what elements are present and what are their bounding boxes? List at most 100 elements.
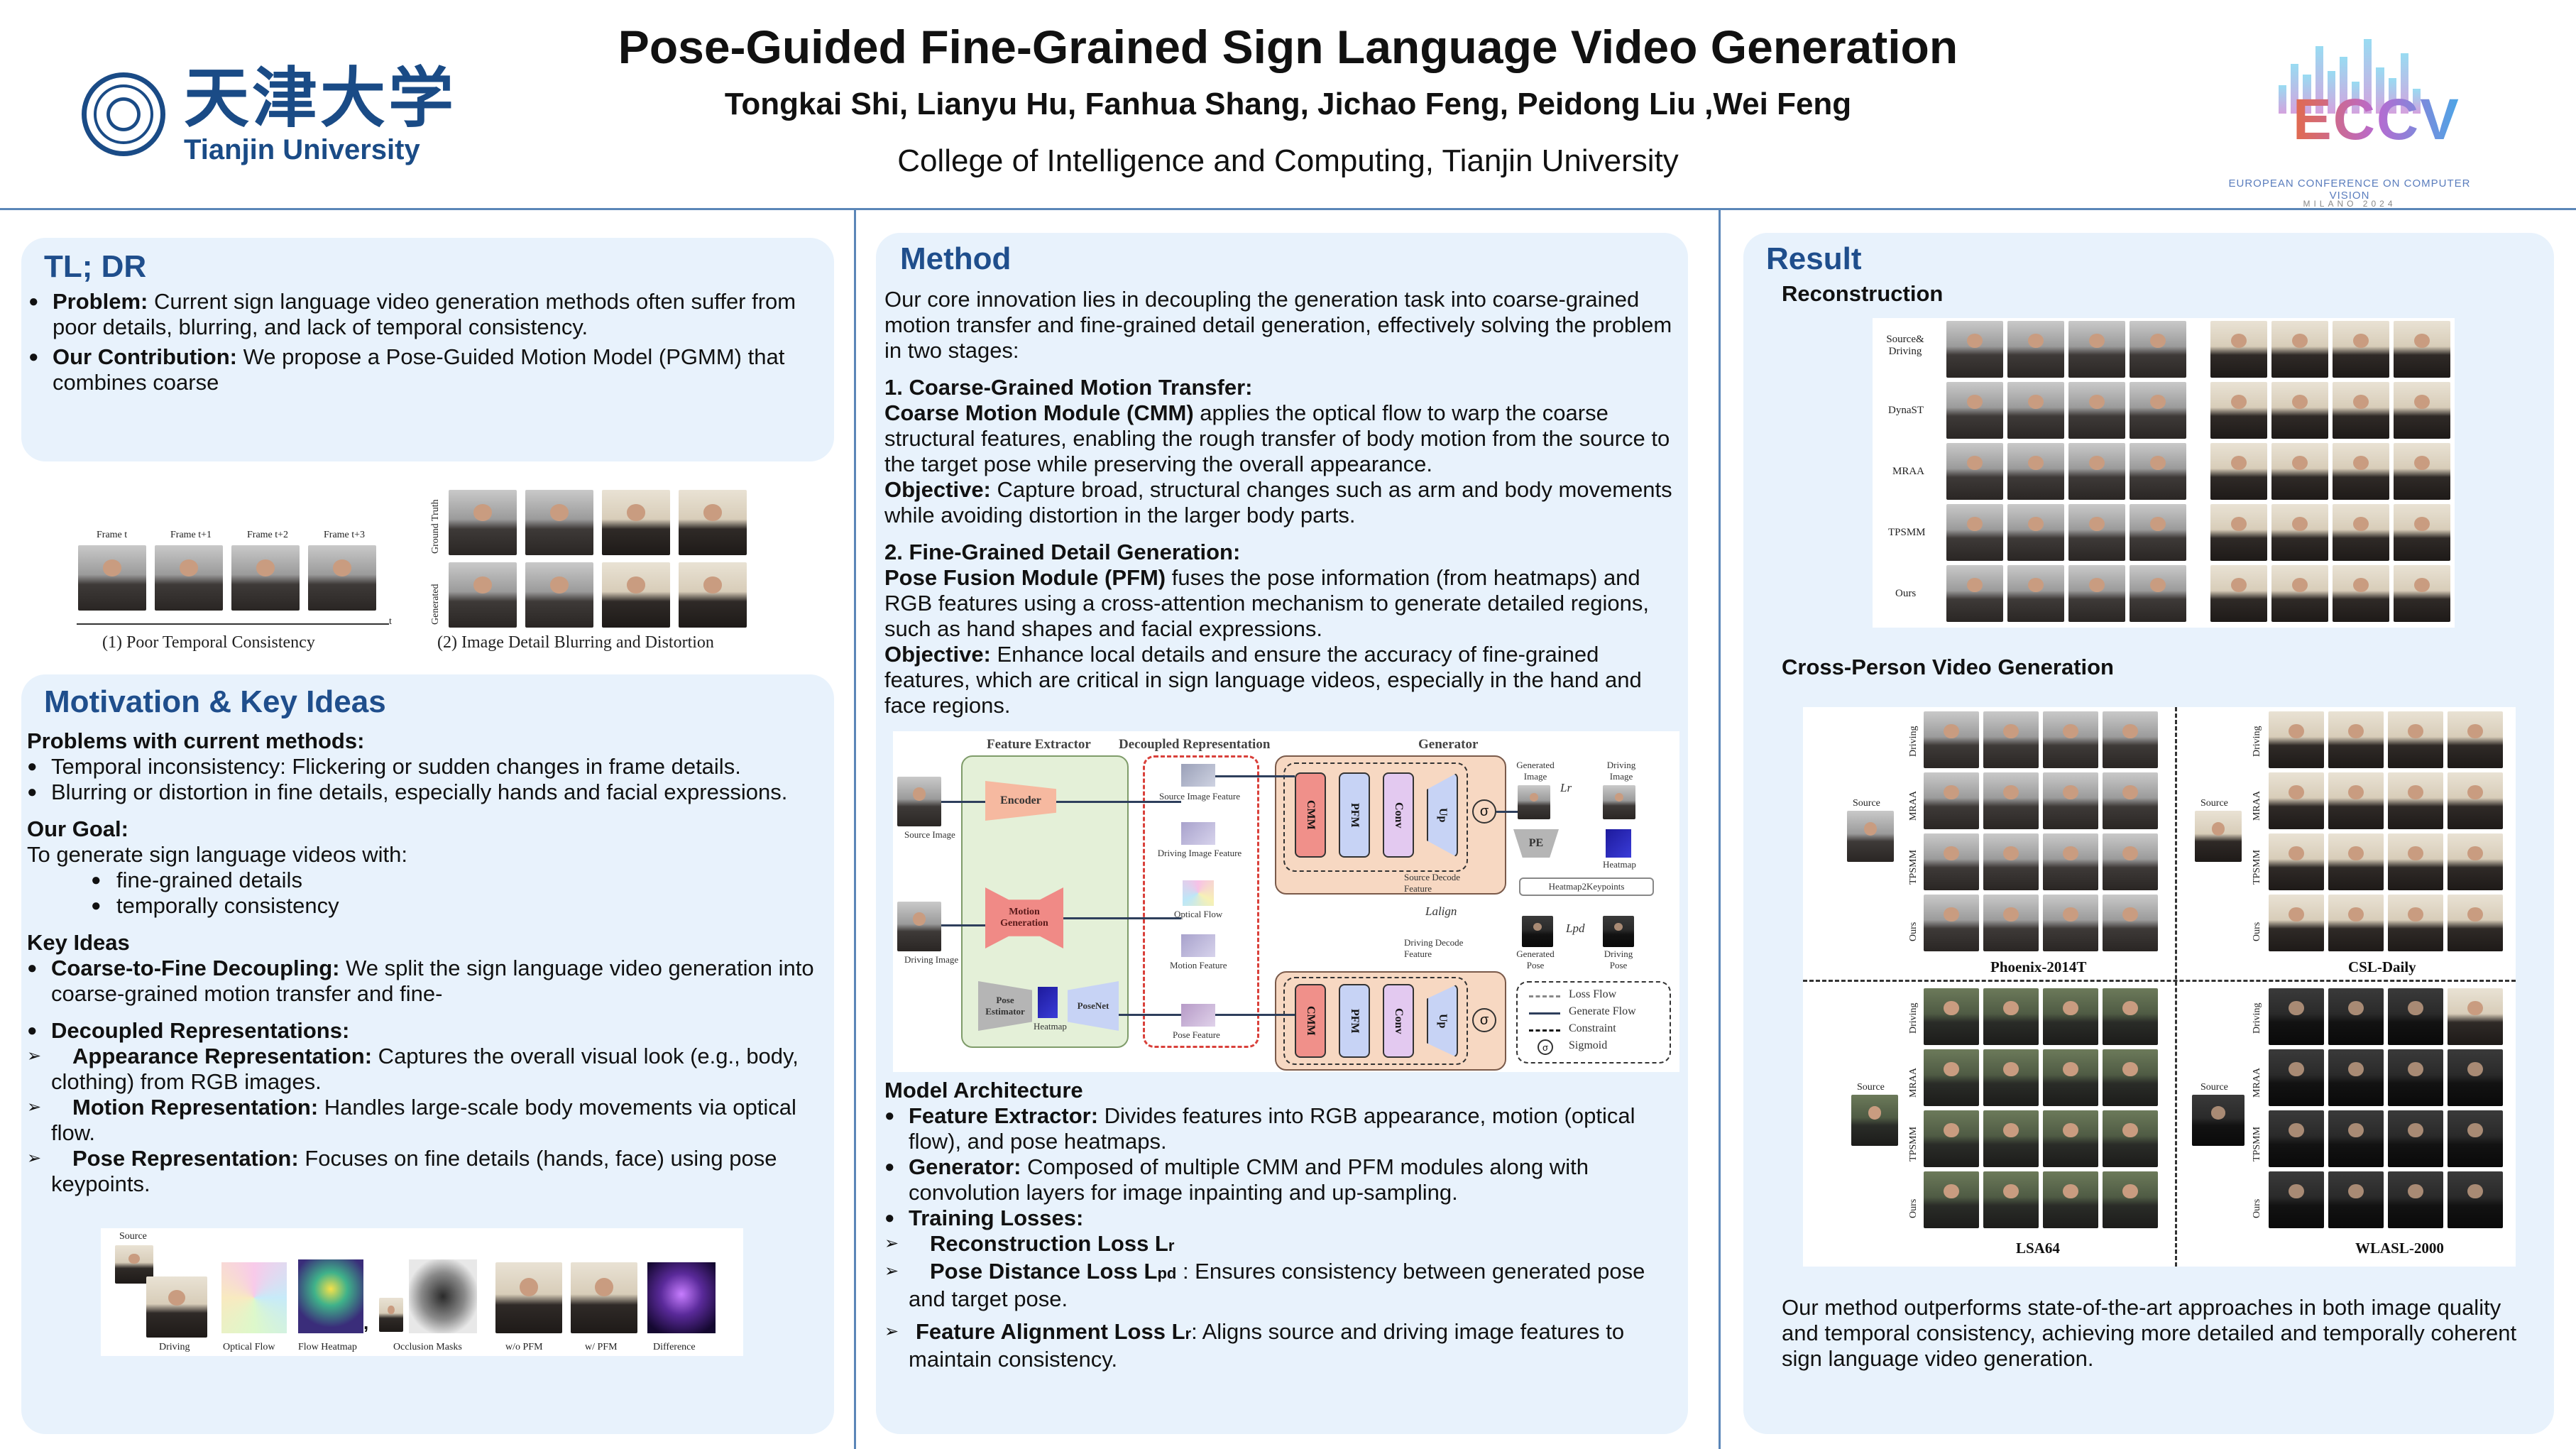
tldr-panel: TL; DR Problem: Current sign language vi… xyxy=(21,238,834,461)
cross-thumb xyxy=(1924,988,1979,1045)
university-name-en: Tianjin University xyxy=(184,134,420,165)
cross-thumb xyxy=(2103,833,2158,890)
recon-thumb xyxy=(2333,382,2389,439)
cross-thumb xyxy=(1924,1049,1979,1106)
cross-thumb xyxy=(1983,833,2039,890)
cross-thumb xyxy=(2328,1110,2384,1167)
gt-image xyxy=(679,490,747,555)
generated-pose-thumb xyxy=(1522,916,1553,947)
cross-thumb xyxy=(2103,988,2158,1045)
gt-image xyxy=(525,490,593,555)
sigmoid-legend-icon: σ xyxy=(1538,1039,1553,1055)
recon-thumb xyxy=(1946,443,2003,500)
generated-image xyxy=(525,562,593,628)
legend-box xyxy=(1516,981,1671,1063)
tianjin-university-logo: 天津大学 Tianjin University xyxy=(82,62,456,166)
constraint-icon xyxy=(1529,1029,1560,1032)
reconstruction-heading: Reconstruction xyxy=(1782,281,1944,306)
architecture-body: Model Architecture Feature Extractor: Di… xyxy=(884,1078,1672,1372)
cross-thumb xyxy=(2043,895,2098,951)
cross-thumb xyxy=(1983,1049,2039,1106)
motivation-title: Motivation & Key Ideas xyxy=(44,684,386,719)
gt-image xyxy=(602,490,670,555)
recon-thumb xyxy=(2210,565,2267,622)
recon-thumb xyxy=(2068,504,2125,561)
column-divider-1 xyxy=(854,210,856,1449)
recon-thumb xyxy=(2394,321,2450,378)
dataset-label: Phoenix-2014T xyxy=(1990,958,2087,975)
poster-header: 天津大学 Tianjin University Pose-Guided Fine… xyxy=(0,0,2576,210)
recon-thumb xyxy=(2068,565,2125,622)
pfm-module-2: PFM xyxy=(1339,984,1370,1058)
recon-thumb xyxy=(2333,565,2389,622)
cross-thumb xyxy=(2388,895,2443,951)
frame-image xyxy=(78,545,146,611)
arch-generator: Generator: Composed of multiple CMM and … xyxy=(884,1154,1672,1205)
row-label: MRAA xyxy=(2252,790,2262,821)
cross-thumb xyxy=(2103,1171,2158,1228)
row-label: Source& Driving xyxy=(1886,334,1924,357)
recon-thumb xyxy=(2210,382,2267,439)
connector xyxy=(1056,801,1181,803)
cross-thumb xyxy=(1983,772,2039,829)
stage1-objective: Objective: Capture broad, structural cha… xyxy=(884,477,1672,527)
encoder-block: Encoder xyxy=(985,781,1056,821)
cross-thumb xyxy=(1983,1171,2039,1228)
pe-block: PE xyxy=(1513,829,1559,858)
connector xyxy=(941,924,985,926)
sigmoid-icon-2: σ xyxy=(1472,1008,1496,1032)
architecture-heading: Model Architecture xyxy=(884,1078,1083,1103)
recon-thumb xyxy=(2007,321,2064,378)
result-conclusion: Our method outperforms state-of-the-art … xyxy=(1782,1295,2517,1371)
column-divider-2 xyxy=(1719,210,1721,1449)
driving-image-label-right: Driving Image xyxy=(1606,760,1636,782)
separator: , xyxy=(363,1312,369,1333)
recon-thumb xyxy=(2068,321,2125,378)
recon-thumb xyxy=(2210,321,2267,378)
poster-affiliation: College of Intelligence and Computing, T… xyxy=(897,143,1679,178)
eccv-logo: ECCV EUROPEAN CONFERENCE ON COMPUTER VIS… xyxy=(2222,28,2477,209)
loss-pose-distance: Pose Distance Loss Lpd : Ensures consist… xyxy=(884,1259,1672,1312)
cross-thumb xyxy=(2103,1049,2158,1106)
cross-thumb xyxy=(2388,1110,2443,1167)
difference-image xyxy=(647,1262,716,1333)
poster-authors: Tongkai Shi, Lianyu Hu, Fanhua Shang, Ji… xyxy=(724,87,1852,121)
cross-thumb xyxy=(2328,772,2384,829)
recon-thumb xyxy=(2007,382,2064,439)
row-label: TPSMM xyxy=(1908,849,1919,885)
stage1-heading: 1. Coarse-Grained Motion Transfer: xyxy=(884,375,1253,400)
source-label: Source xyxy=(1853,798,1880,809)
row-label: MRAA xyxy=(2252,1067,2262,1098)
arch-losses: Training Losses: xyxy=(884,1205,1672,1231)
fig-label: w/o PFM xyxy=(505,1342,543,1352)
cross-thumb xyxy=(2043,1110,2098,1167)
recon-thumb xyxy=(2007,443,2064,500)
cross-thumb xyxy=(2448,772,2503,829)
source-label: Source xyxy=(2200,798,2228,809)
source-decode-label: Source Decode Feature xyxy=(1404,872,1461,894)
stage2-desc: Pose Fusion Module (PFM) fuses the pose … xyxy=(884,565,1649,641)
motivation-body: Problems with current methods: Temporal … xyxy=(27,728,822,1197)
row-label: Ours xyxy=(2252,1198,2262,1218)
pfm-comparison-figure: Source Driving Optical Flow Flow Heatmap… xyxy=(101,1228,743,1356)
row-label-gt: Ground Truth xyxy=(430,499,441,554)
cross-thumb xyxy=(2103,711,2158,768)
up-module-2: Up xyxy=(1427,984,1458,1058)
connector xyxy=(941,801,985,803)
cross-thumb xyxy=(2448,1110,2503,1167)
university-seal-icon xyxy=(82,72,165,156)
frame-label: Frame t+3 xyxy=(324,530,366,540)
cross-thumb xyxy=(2388,711,2443,768)
optical-flow-image xyxy=(221,1262,287,1333)
key-idea-decoupling: Coarse-to-Fine Decoupling: We split the … xyxy=(27,956,822,1007)
conv-module: Conv xyxy=(1383,772,1414,858)
grid-divider-v xyxy=(2175,707,2177,1267)
recon-thumb xyxy=(2394,565,2450,622)
cross-thumb xyxy=(1983,1110,2039,1167)
source-feature-label: Source Image Feature xyxy=(1158,791,1241,802)
cross-person-figure: Source Driving MRAA TPSMM Ours Phoenix-2… xyxy=(1803,707,2516,1267)
source-image-label: Source Image xyxy=(904,829,955,840)
generated-pose-label: Generated Pose xyxy=(1516,948,1555,970)
fig-label: w/ PFM xyxy=(585,1342,618,1352)
cross-thumb xyxy=(1983,988,2039,1045)
